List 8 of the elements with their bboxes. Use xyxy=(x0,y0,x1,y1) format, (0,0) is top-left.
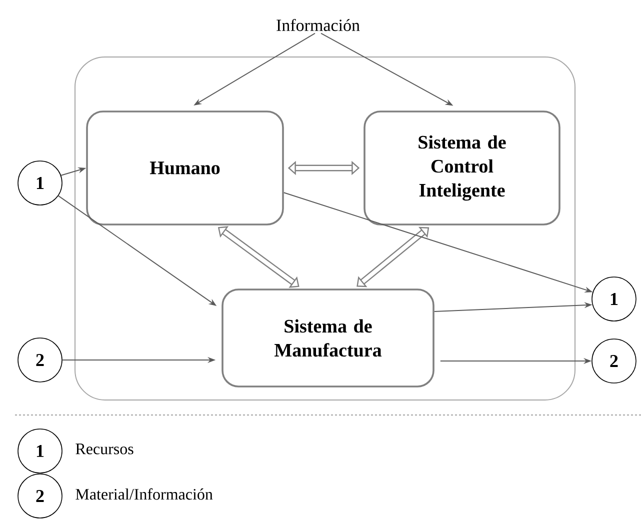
legend-text: Material/Información xyxy=(76,488,213,500)
heading-text: Información xyxy=(276,18,360,32)
legend-text: Recursos xyxy=(76,444,134,454)
process-box: Humano xyxy=(86,110,284,226)
process-box: Sistema de Control Inteligente xyxy=(364,110,560,226)
system-boundary xyxy=(74,56,576,400)
double-arrow xyxy=(356,226,430,288)
process-box: Sistema de Manufactura xyxy=(222,288,434,388)
